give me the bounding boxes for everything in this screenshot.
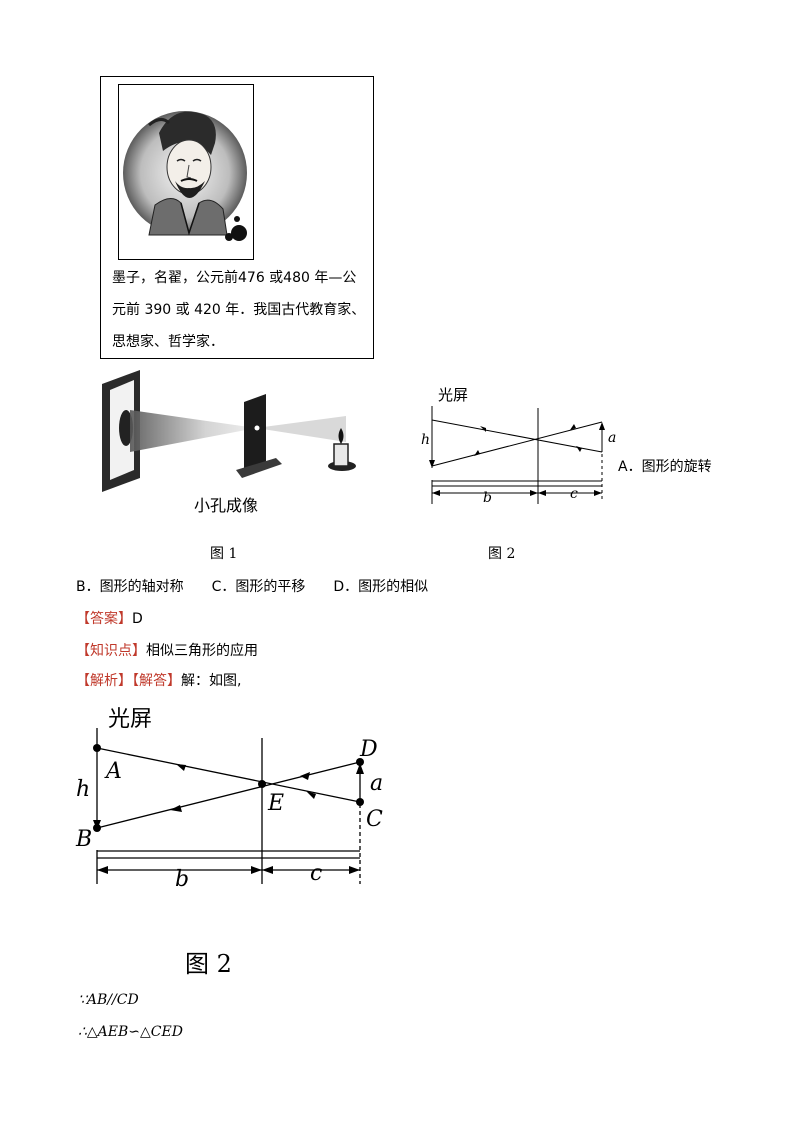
fig2-label-A: A [104,759,122,784]
figure-2-small-diagram: 光屏 h a b c [421,386,616,506]
proof-line-1: ∵AB//CD [78,992,139,1008]
bio-line-3: 思想家、哲学家． [112,334,224,350]
bio-line-2: 元前 390 或 420 年．我国古代教育家、 [112,302,366,318]
fig2-small-label-a: a [608,430,616,446]
analysis-tag: 【解析】 [76,673,132,689]
fig2-small-label-c: c [570,486,578,502]
figure-2-small-caption: 图 2 [488,546,516,562]
proof-line-2: ∴△AEB∽△CED [78,1024,183,1040]
fig2-large-title: 光屏 [108,707,152,732]
figure-1-illustration [96,366,376,516]
fig2-small-title: 光屏 [438,386,468,404]
fig2-label-c: c [310,861,322,886]
info-box [100,76,374,359]
portrait-image [123,111,247,241]
fig2-label-a: a [370,771,383,796]
answer-line: 【答案】D [76,608,143,628]
knowledge-line: 【知识点】相似三角形的应用 [76,640,258,660]
figure-1-caption: 图 1 [210,546,238,562]
knowledge-tag: 【知识点】 [76,643,146,659]
fig2-label-D: D [359,737,378,762]
fig2-small-label-h: h [421,432,430,448]
fig2-small-label-b: b [483,490,492,506]
figure-1-inner-caption: 小孔成像 [194,496,259,515]
figure-2-large-caption: 图 2 [185,950,232,978]
answer-value: D [132,611,143,627]
fig2-label-B: B [75,827,92,852]
figure-2-large-diagram: 光屏 A B C D E h a b c [75,707,383,890]
option-a: A．图形的旋转 [618,459,712,475]
solution-tag: 【解答】 [132,673,181,689]
fig2-label-E: E [267,791,284,816]
knowledge-value: 相似三角形的应用 [146,643,258,659]
fig2-label-b: b [175,867,189,890]
solution-text: 解：如图, [181,673,242,689]
analysis-line: 【解析】【解答】解：如图, [76,670,241,690]
bio-line-1: 墨子，名翟，公元前476 或480 年—公 [112,270,357,286]
mozi-portrait [118,84,254,260]
fig2-label-C: C [366,807,383,832]
fig2-label-h: h [76,777,90,802]
options-bcd: B．图形的轴对称 C．图形的平移 D．图形的相似 [76,579,429,595]
answer-tag: 【答案】 [76,611,132,627]
